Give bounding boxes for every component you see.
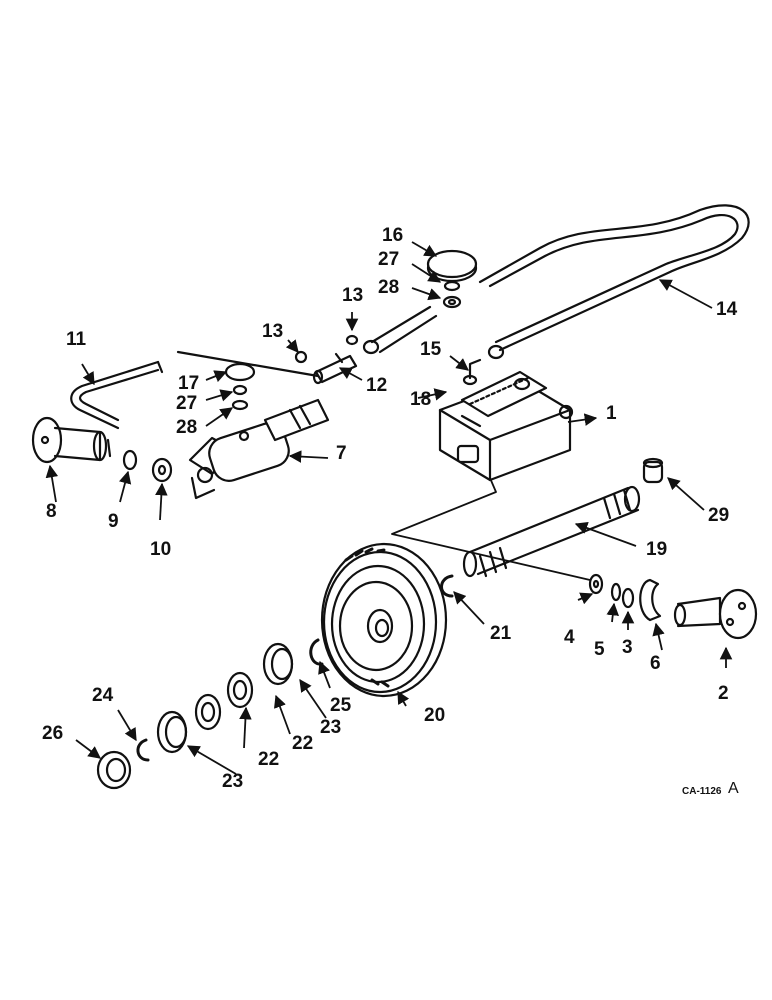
callout-part-22-upper: 22: [292, 733, 314, 754]
seal-part-26: [96, 750, 132, 790]
return-tube-part-14: [362, 204, 750, 360]
callout-part-25: 25: [330, 695, 352, 716]
callout-part-8: 8: [46, 501, 57, 522]
callout-part-19: 19: [646, 539, 668, 560]
callout-part-4: 4: [564, 627, 575, 648]
callout-part-6: 6: [650, 653, 661, 674]
snap-ring-part-24: [136, 738, 150, 762]
bearing-cone-part-22-lower: [194, 693, 222, 731]
bearing-cup-part-23-lower: [156, 710, 188, 754]
callout-part-23-lower: 23: [222, 771, 244, 792]
callout-part-3: 3: [622, 637, 633, 658]
snap-ring-part-21: [440, 574, 454, 598]
callout-part-16: 16: [382, 225, 404, 246]
callout-part-15: 15: [420, 339, 442, 360]
shaft-part-2: [673, 588, 758, 640]
callout-part-13-left: 13: [262, 321, 284, 342]
bushing-part-29: [642, 457, 664, 484]
callout-part-29: 29: [708, 505, 730, 526]
callout-part-12: 12: [366, 375, 388, 396]
callout-part-1: 1: [606, 403, 617, 424]
callout-part-2: 2: [718, 683, 729, 704]
callout-part-27-left: 27: [176, 393, 198, 414]
bearing-part-5: [610, 582, 622, 602]
callout-part-14: 14: [716, 299, 738, 320]
shaft-part-8: [31, 416, 112, 464]
callout-part-10: 10: [150, 539, 172, 560]
ring-part-3: [621, 587, 635, 609]
callout-part-27-right: 27: [378, 249, 400, 270]
callout-part-5: 5: [594, 639, 605, 660]
bearing-cup-part-23-upper: [262, 642, 294, 686]
callout-part-18: 18: [410, 389, 432, 410]
washer-part-10: [151, 457, 173, 483]
splined-shaft-part-19: [462, 485, 641, 578]
callout-part-28-right: 28: [378, 277, 400, 298]
callout-part-20: 20: [424, 705, 446, 726]
figure-code: CA-1126: [682, 786, 722, 797]
cylinder-part-7: [188, 398, 330, 500]
callout-part-9: 9: [108, 511, 119, 532]
callout-part-11: 11: [66, 329, 87, 350]
fitting-part-12: [294, 334, 359, 385]
callout-part-21: 21: [490, 623, 512, 644]
washer-part-4: [588, 573, 604, 595]
gear-part-20: [320, 542, 448, 698]
callout-part-22-lower: 22: [258, 749, 280, 770]
callout-part-28-left: 28: [176, 417, 198, 438]
callout-part-17: 17: [178, 373, 200, 394]
bearing-cone-part-22-upper: [226, 671, 254, 709]
washer-part-9: [122, 449, 138, 471]
bent-tube-part-11: [70, 350, 320, 430]
washer-stack-left: [224, 362, 256, 411]
elbow-part-15: [468, 358, 482, 380]
callout-part-24: 24: [92, 685, 114, 706]
clip-part-6: [639, 578, 662, 622]
callout-part-23-upper: 23: [320, 717, 342, 738]
snap-ring-part-25: [309, 638, 324, 666]
callout-part-26: 26: [42, 723, 64, 744]
valve-part-1: [438, 370, 574, 482]
figure-code-suffix: A: [728, 780, 739, 797]
callout-part-7: 7: [336, 443, 347, 464]
callout-part-13-right: 13: [342, 285, 364, 306]
